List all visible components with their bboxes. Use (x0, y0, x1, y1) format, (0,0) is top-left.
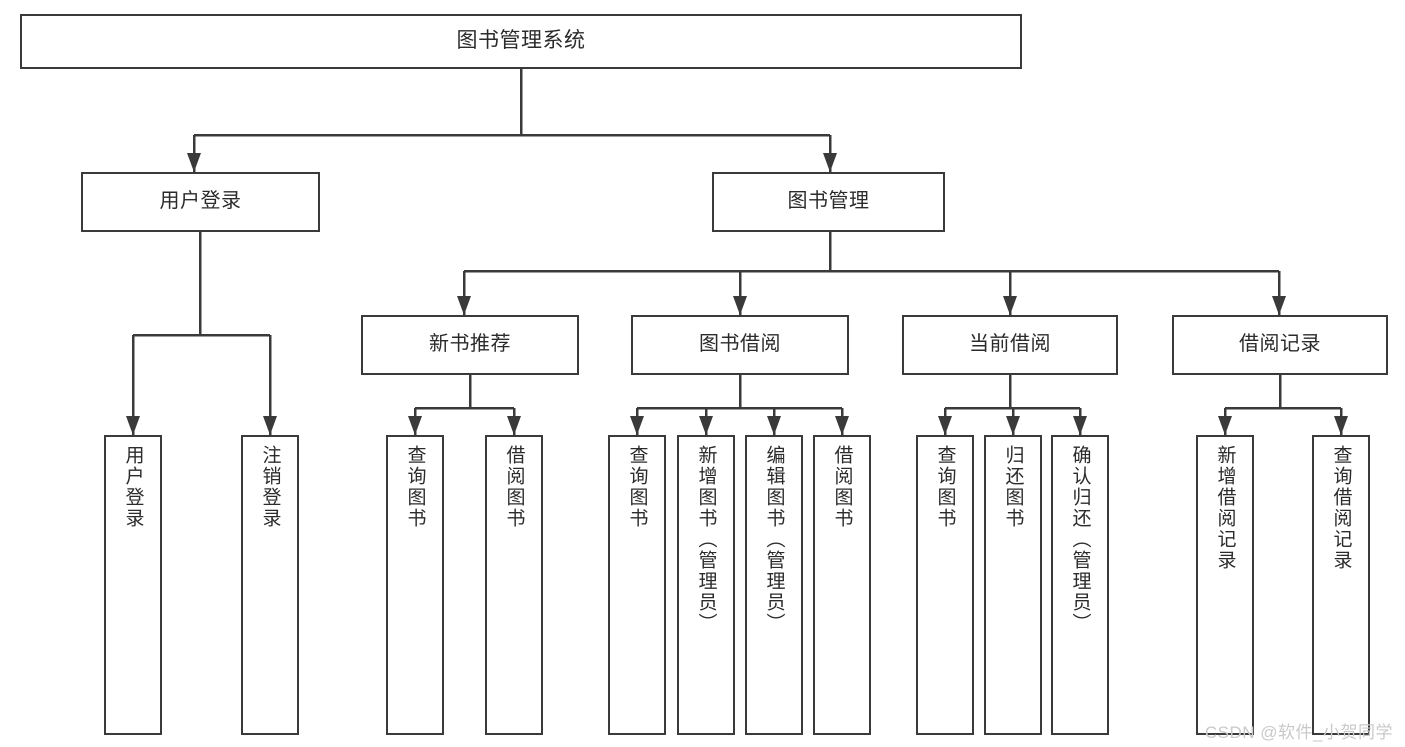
edges-book-borrow-arrowhead-2 (767, 416, 781, 435)
edges-book-manage-arrowhead-0 (457, 296, 471, 315)
node-leaf-query-book-1[interactable]: 查询图书 (386, 435, 444, 735)
node-leaf-edit-book[interactable]: 编辑图书（管理员） (745, 435, 803, 735)
node-label-leaf-query-book-3: 查询图书 (934, 445, 956, 529)
node-book-manage[interactable]: 图书管理 (712, 172, 945, 232)
node-label-leaf-add-record: 新增借阅记录 (1214, 445, 1236, 571)
node-root[interactable]: 图书管理系统 (20, 14, 1022, 69)
edges-user-login-arrowhead-0 (126, 416, 140, 435)
edges-book-borrow-arrowhead-0 (630, 416, 644, 435)
node-user-login[interactable]: 用户登录 (81, 172, 320, 232)
node-leaf-user-logout[interactable]: 注销登录 (241, 435, 299, 735)
edges-book-borrow-arrowhead-3 (835, 416, 849, 435)
edges-borrow-record-arrowhead-1 (1334, 416, 1348, 435)
node-leaf-borrow-book-1[interactable]: 借阅图书 (485, 435, 543, 735)
node-label-leaf-confirm-return: 确认归还（管理员） (1069, 445, 1091, 634)
node-book-borrow[interactable]: 图书借阅 (631, 315, 849, 375)
node-leaf-return-book[interactable]: 归还图书 (984, 435, 1042, 735)
edges-new-book-recommend-arrowhead-1 (507, 416, 521, 435)
node-leaf-query-record[interactable]: 查询借阅记录 (1312, 435, 1370, 735)
node-label-root: 图书管理系统 (456, 29, 586, 53)
edges-user-login-arrowhead-1 (263, 416, 277, 435)
edges-current-borrow-arrowhead-0 (938, 416, 952, 435)
node-label-leaf-borrow-book-1: 借阅图书 (503, 445, 525, 529)
node-label-book-borrow: 图书借阅 (699, 333, 781, 356)
edges-root-arrowhead-1 (823, 153, 837, 172)
node-label-leaf-user-logout: 注销登录 (259, 445, 281, 529)
node-leaf-add-book[interactable]: 新增图书（管理员） (677, 435, 735, 735)
node-current-borrow[interactable]: 当前借阅 (902, 315, 1118, 375)
node-borrow-record[interactable]: 借阅记录 (1172, 315, 1388, 375)
node-label-leaf-query-record: 查询借阅记录 (1330, 445, 1352, 571)
node-leaf-user-login[interactable]: 用户登录 (104, 435, 162, 735)
node-label-leaf-query-book-2: 查询图书 (626, 445, 648, 529)
edges-book-manage-arrowhead-2 (1003, 296, 1017, 315)
edges-current-borrow-arrowhead-1 (1006, 416, 1020, 435)
node-leaf-query-book-2[interactable]: 查询图书 (608, 435, 666, 735)
node-leaf-confirm-return[interactable]: 确认归还（管理员） (1051, 435, 1109, 735)
edges-root-arrowhead-0 (187, 153, 201, 172)
node-leaf-add-record[interactable]: 新增借阅记录 (1196, 435, 1254, 735)
node-label-leaf-return-book: 归还图书 (1002, 445, 1024, 529)
edges-book-manage-arrowhead-3 (1272, 296, 1286, 315)
node-label-borrow-record: 借阅记录 (1239, 333, 1321, 356)
node-label-leaf-add-book: 新增图书（管理员） (695, 445, 717, 634)
node-label-leaf-query-book-1: 查询图书 (404, 445, 426, 529)
node-label-book-manage: 图书管理 (787, 190, 870, 213)
edges-borrow-record-arrowhead-0 (1218, 416, 1232, 435)
node-leaf-borrow-book-2[interactable]: 借阅图书 (813, 435, 871, 735)
node-label-current-borrow: 当前借阅 (969, 333, 1051, 356)
edges-current-borrow-arrowhead-2 (1073, 416, 1087, 435)
edges-new-book-recommend-arrowhead-0 (408, 416, 422, 435)
node-label-new-book-recommend: 新书推荐 (429, 333, 511, 356)
node-label-leaf-user-login: 用户登录 (122, 445, 144, 529)
node-leaf-query-book-3[interactable]: 查询图书 (916, 435, 974, 735)
edges-book-manage-arrowhead-1 (733, 296, 747, 315)
watermark-label: CSDN @软件_小贺同学 (1204, 723, 1393, 742)
node-new-book-recommend[interactable]: 新书推荐 (361, 315, 579, 375)
node-label-leaf-edit-book: 编辑图书（管理员） (763, 445, 785, 634)
node-label-leaf-borrow-book-2: 借阅图书 (831, 445, 853, 529)
node-label-user-login: 用户登录 (159, 190, 242, 213)
edges-book-borrow-arrowhead-1 (699, 416, 713, 435)
